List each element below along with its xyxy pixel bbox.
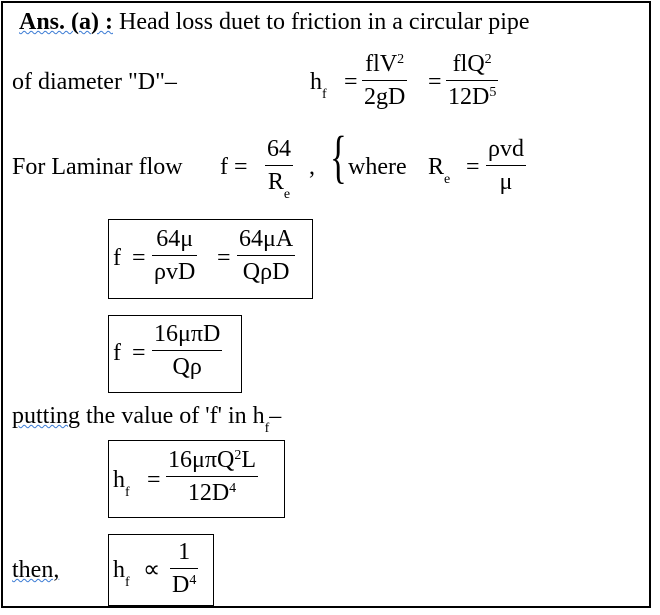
re-symbol: Re <box>428 154 451 187</box>
fraction-16mupiq2l-over-12d4: 16μπQ2L 12D4 <box>166 447 258 506</box>
equals-sign: = <box>132 245 146 271</box>
putting-line: putting the value of 'f' in hf– <box>12 403 282 436</box>
fraction-64mu-over-rhovd: 64μ ρvD <box>152 226 198 285</box>
equals-sign: = <box>344 69 358 95</box>
fraction-flv2-over-2gd: flV2 2gD <box>362 51 408 110</box>
equals-sign: = <box>147 467 161 493</box>
equals-sign: = <box>217 245 231 271</box>
equals-sign: = <box>466 154 480 180</box>
equals-sign: = <box>132 340 146 366</box>
laminar-flow-text: For Laminar flow <box>12 154 183 180</box>
f-symbol: f <box>113 340 121 366</box>
formula-box-proportional <box>108 534 214 606</box>
comma: , <box>309 154 315 180</box>
equals-sign: = <box>428 69 442 95</box>
formula-box-f-64mu <box>108 219 313 299</box>
fraction-64mua-over-qrhod: 64μA QρD <box>237 226 296 285</box>
heading-line: Ans. (a) : Head loss duet to friction in… <box>19 8 530 36</box>
fraction-64-over-re: 64 Re <box>265 136 293 202</box>
diameter-text: of diameter "D"– <box>12 69 177 95</box>
formula-box-hf <box>108 440 285 518</box>
fraction-rhovd-over-mu: ρvd μ <box>486 136 526 195</box>
fraction-flq2-over-12d5: flQ2 12D5 <box>446 51 499 110</box>
formula-box-f-16mupid <box>108 315 242 393</box>
left-brace: { <box>330 124 347 189</box>
proportional-symbol: ∝ <box>143 557 161 583</box>
where-text: where <box>348 154 407 180</box>
fraction-1-over-d4: 1 D4 <box>170 539 199 598</box>
fraction-16mupid-over-qrho: 16μπD Qρ <box>152 321 223 380</box>
answer-label: Ans. (a) : <box>19 9 113 35</box>
f-equals: f = <box>220 154 248 180</box>
heading-text: Head loss duet to friction in a circular… <box>119 9 530 35</box>
hf-symbol: hf <box>113 467 130 500</box>
hf-symbol: hf <box>113 557 130 590</box>
hf-symbol: hf <box>310 69 327 102</box>
then-label: then, <box>12 557 60 583</box>
answer-frame <box>1 1 651 608</box>
f-symbol: f <box>113 245 121 271</box>
